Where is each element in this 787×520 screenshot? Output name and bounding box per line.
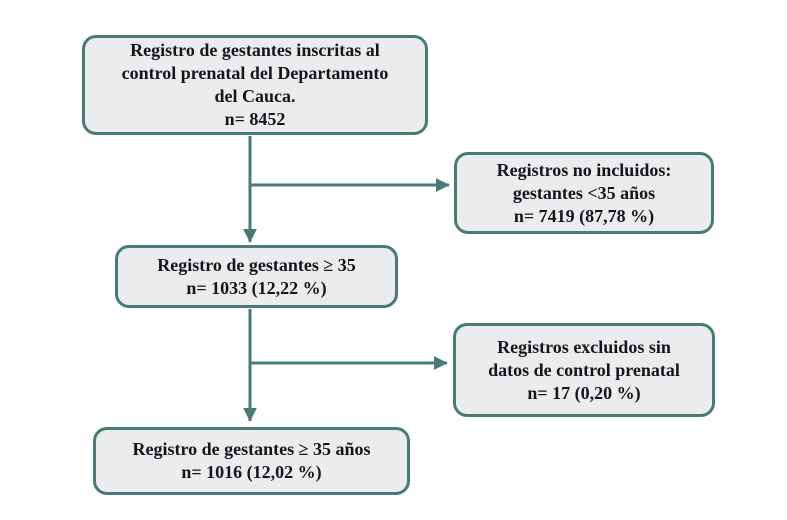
box-line: n= 1033 (12,22 %): [186, 277, 327, 298]
box-final-sample: Registro de gestantes ≥ 35 años n= 1016 …: [93, 427, 410, 495]
box-line: n= 7419 (87,78 %): [513, 205, 655, 226]
box-line: control prenatal del Departamento: [121, 63, 389, 83]
box-records-not-included: Registros no incluidos: gestantes <35 añ…: [454, 152, 714, 234]
box-gestantes-35-plus: Registro de gestantes ≥ 35 n= 1033 (12,2…: [115, 245, 398, 308]
box-line: Registro de gestantes ≥ 35 años: [132, 439, 371, 459]
box-line: Registros no incluidos:: [496, 159, 672, 180]
box-line: n= 17 (0,20 %): [527, 382, 641, 403]
box-line: gestantes <35 años: [512, 182, 656, 203]
box-line: del Cauca.: [214, 86, 296, 106]
box-line: datos de control prenatal: [488, 359, 680, 380]
box-line: Registro de gestantes ≥ 35: [157, 254, 356, 275]
box-records-excluded: Registros excluidos sin datos de control…: [453, 323, 715, 417]
box-registry-total: Registro de gestantes inscritas al contr…: [82, 35, 428, 135]
box-line: Registro de gestantes inscritas al: [130, 40, 380, 60]
box-line: n= 8452: [224, 109, 286, 129]
box-line: n= 1016 (12,02 %): [181, 462, 322, 482]
box-line: Registros excluidos sin: [497, 336, 671, 357]
